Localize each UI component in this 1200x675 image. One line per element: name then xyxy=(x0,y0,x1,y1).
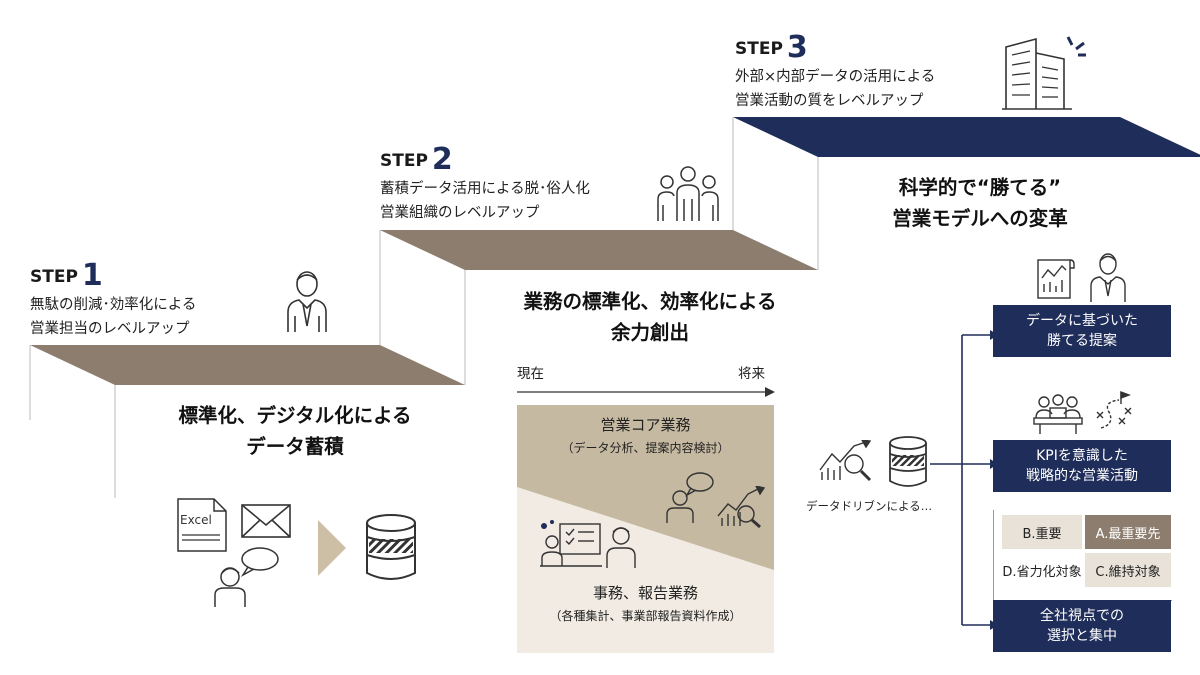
step3-label: STEP xyxy=(735,39,783,59)
meeting-icon xyxy=(1033,394,1083,434)
axis-end-label: 将来 xyxy=(738,366,765,382)
step2-label: STEP xyxy=(380,151,428,171)
company-focus-line1: 全社視点での xyxy=(1040,608,1124,624)
analysis-chart-icon xyxy=(717,486,766,528)
stage2-heading: 業務の標準化、効率化による 余力創出 xyxy=(480,286,820,348)
winning-proposal-box: データに基づいた 勝てる提案 xyxy=(993,305,1171,357)
matrix-cell-a: A.最重要先 xyxy=(1085,515,1171,549)
core-work-block: 営業コア業務 （データ分析、提案内容検討） xyxy=(517,414,774,456)
step3-number: 3 xyxy=(786,30,808,65)
database-small-icon xyxy=(889,436,927,487)
winning-proposal-line1: データに基づいた xyxy=(1026,313,1138,329)
step1-number: 1 xyxy=(81,258,103,293)
building-icon xyxy=(1002,36,1086,110)
flow-arrow-icon xyxy=(318,520,346,576)
stage1-heading-line2: データ蓄積 xyxy=(246,435,344,458)
kpi-strategy-box: KPIを意識した 戦略的な営業活動 xyxy=(993,440,1171,492)
desk-worker-icon xyxy=(540,520,602,567)
stage3-heading-line1: 科学的で“勝てる” xyxy=(898,176,1062,199)
person-speech-icon xyxy=(214,547,279,607)
step2-number: 2 xyxy=(431,142,453,177)
matrix-cell-c: C.維持対象 xyxy=(1085,553,1171,587)
mail-icon xyxy=(241,504,291,538)
kpi-strategy-line1: KPIを意識した xyxy=(1036,448,1128,464)
office-worker-icon xyxy=(606,527,636,568)
database-icon xyxy=(366,514,416,580)
matrix-cell-b: B.重要 xyxy=(1002,515,1082,549)
report-chart-icon xyxy=(1037,259,1075,299)
businessman-icon xyxy=(287,271,327,332)
stage1-heading-line1: 標準化、デジタル化による xyxy=(178,404,412,427)
company-focus-line2: 選択と集中 xyxy=(1047,628,1117,644)
step3-line1: 外部×内部データの活用による xyxy=(735,69,936,85)
step3-platform xyxy=(733,117,1200,157)
data-driven-label: データドリブンによる… xyxy=(806,499,933,513)
connector-lines xyxy=(930,330,998,630)
strategy-icon xyxy=(1096,390,1132,429)
matrix-cell-d: D.省力化対象 xyxy=(1002,553,1082,587)
step2-platform xyxy=(380,230,818,270)
data-analysis-icon xyxy=(819,440,872,482)
kpi-strategy-line2: 戦略的な営業活動 xyxy=(1026,468,1138,484)
thinking-person-icon xyxy=(666,472,714,523)
office-work-title: 事務、報告業務 xyxy=(592,584,698,602)
winning-proposal-line2: 勝てる提案 xyxy=(1047,333,1117,349)
step1-label: STEP xyxy=(30,267,78,287)
step2-line1: 蓄積データ活用による脱･俗人化 xyxy=(380,181,590,197)
core-work-sub: （データ分析、提案内容検討） xyxy=(561,441,730,455)
step3-line2: 営業活動の質をレベルアップ xyxy=(735,93,924,109)
core-work-title: 営業コア業務 xyxy=(600,416,691,434)
step1-platform xyxy=(30,345,465,385)
consultant-icon xyxy=(1090,253,1126,302)
stage3-heading: 科学的で“勝てる” 営業モデルへの変革 xyxy=(830,172,1130,234)
excel-file-icon xyxy=(177,498,227,552)
step1-line2: 営業担当のレベルアップ xyxy=(30,321,190,337)
office-work-block: 事務、報告業務 （各種集計、事業部報告資料作成） xyxy=(517,582,774,624)
axis-start-label: 現在 xyxy=(517,366,544,382)
time-axis-arrow xyxy=(517,387,775,397)
stage2-heading-line1: 業務の標準化、効率化による xyxy=(523,290,777,313)
step1-line1: 無駄の削減･効率化による xyxy=(30,297,197,313)
stage3-heading-line2: 営業モデルへの変革 xyxy=(892,207,1068,230)
team-icon xyxy=(657,166,719,221)
company-focus-box: 全社視点での 選択と集中 xyxy=(993,600,1171,652)
stage1-heading: 標準化、デジタル化による データ蓄積 xyxy=(135,400,455,462)
office-work-sub: （各種集計、事業部報告資料作成） xyxy=(549,609,742,623)
step2-line2: 営業組織のレベルアップ xyxy=(380,205,540,221)
excel-label: Excel xyxy=(180,513,212,527)
stage2-heading-line2: 余力創出 xyxy=(610,321,689,344)
